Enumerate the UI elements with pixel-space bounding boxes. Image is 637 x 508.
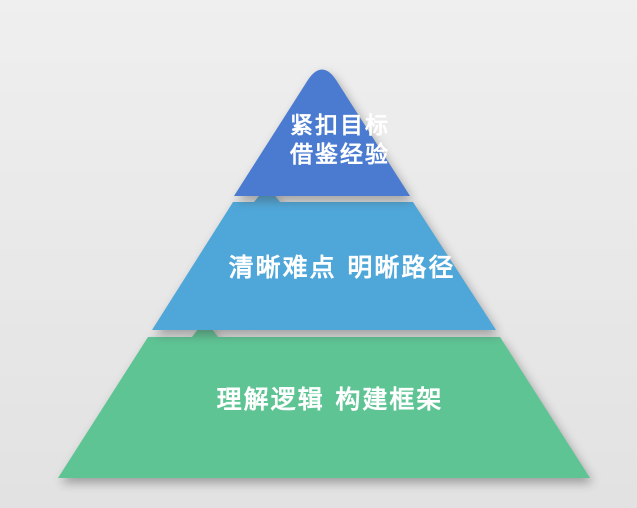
pyramid-level-middle [152, 186, 496, 330]
level-bottom-label: 理解逻辑 构建框架 [217, 385, 444, 414]
pyramid-level-top [234, 69, 410, 196]
level-top-label-line1: 紧扣目标 [290, 113, 390, 139]
level-top-label-line2: 借鉴经验 [289, 141, 390, 168]
level-middle-label: 清晰难点 明晰路径 [229, 253, 456, 282]
pyramid-level-bottom [58, 320, 590, 478]
